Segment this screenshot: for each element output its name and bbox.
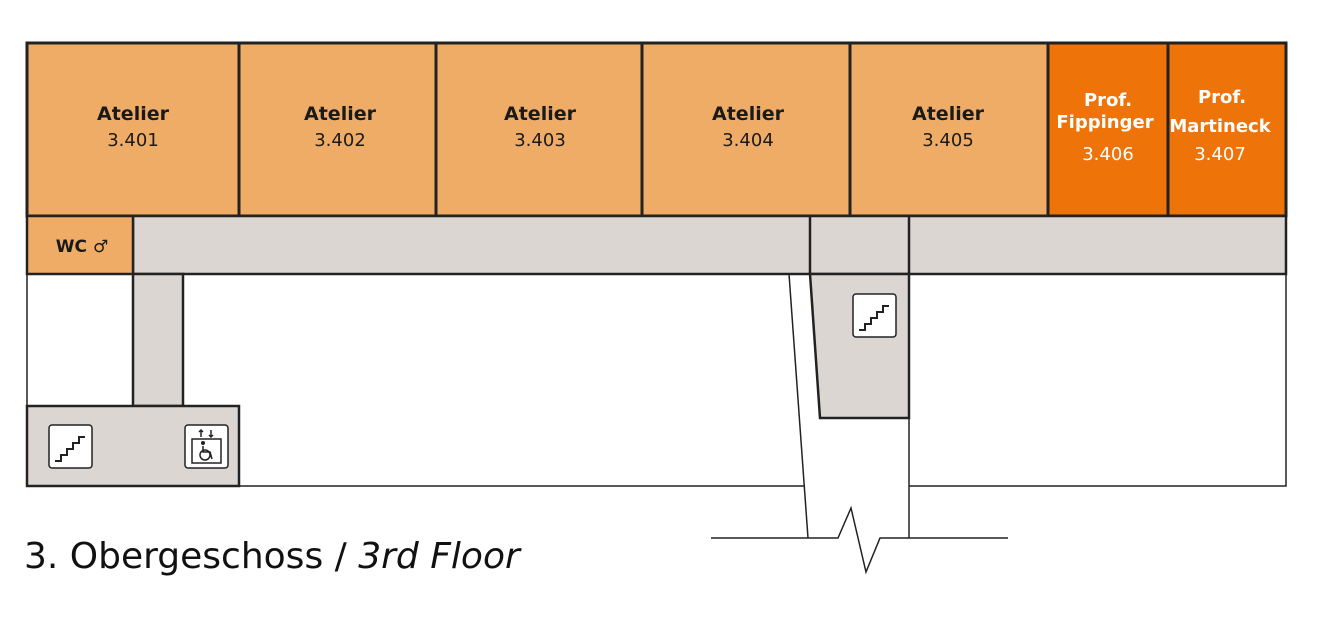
room-3404-name: Atelier — [712, 103, 785, 125]
wc-room[interactable]: WC ♂ — [25, 214, 135, 276]
hallway-vertical — [131, 272, 185, 408]
passage-wall-left — [788, 273, 809, 539]
main-corridor — [131, 214, 1288, 276]
stairwell-central — [808, 272, 911, 420]
room-3404[interactable]: Atelier 3.404 — [640, 41, 852, 218]
room-3405-name: Atelier — [912, 103, 985, 125]
floor-title-english: 3rd Floor — [358, 536, 520, 577]
room-3406-name: Fippinger — [1056, 112, 1153, 133]
wc-label: WC ♂ — [56, 237, 108, 257]
stairs-icon — [859, 305, 889, 331]
room-3405-number: 3.405 — [922, 130, 974, 151]
room-3407[interactable]: Prof. Martineck 3.407 — [1166, 41, 1288, 218]
room-3406-number: 3.406 — [1082, 144, 1134, 165]
room-3406[interactable]: Prof. Fippinger 3.406 — [1046, 41, 1170, 218]
room-3407-number: 3.407 — [1194, 144, 1246, 165]
room-3401[interactable]: Atelier 3.401 — [25, 41, 241, 218]
room-3405[interactable]: Atelier 3.405 — [848, 41, 1050, 218]
room-3407-name: Martineck — [1169, 116, 1271, 137]
building-outline-lower-east — [909, 274, 1287, 487]
room-3404-number: 3.404 — [722, 130, 774, 151]
room-3401-number: 3.401 — [107, 130, 159, 151]
stairs-icon — [55, 436, 85, 462]
stairwell-lower-left — [25, 404, 241, 488]
wheelchair-elevator-icon — [191, 428, 222, 464]
room-3406-title: Prof. — [1084, 90, 1132, 111]
room-3402-name: Atelier — [304, 103, 377, 125]
break-line — [711, 505, 1008, 575]
room-3401-name: Atelier — [97, 103, 170, 125]
floor-title: 3. Obergeschoss / 3rd Floor — [24, 536, 520, 577]
room-3402[interactable]: Atelier 3.402 — [237, 41, 438, 218]
room-3403[interactable]: Atelier 3.403 — [434, 41, 644, 218]
room-3402-number: 3.402 — [314, 130, 366, 151]
room-3407-title: Prof. — [1198, 87, 1246, 108]
room-3403-number: 3.403 — [514, 130, 566, 151]
room-3403-name: Atelier — [504, 103, 577, 125]
floor-title-german: 3. Obergeschoss / — [24, 536, 359, 577]
